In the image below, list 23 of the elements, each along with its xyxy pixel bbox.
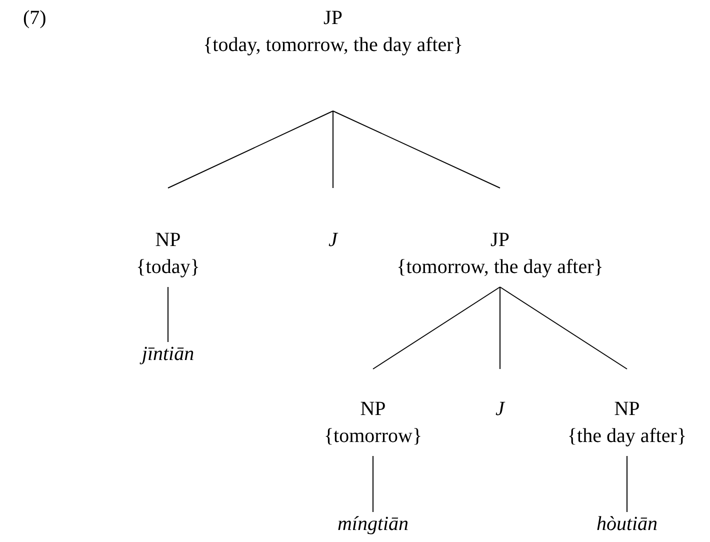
category-label: JP xyxy=(324,6,342,30)
category-label: NP xyxy=(360,397,386,421)
word: jīntiān xyxy=(142,342,194,366)
meaning-set: {today} xyxy=(136,255,200,279)
word: míngtiān xyxy=(337,512,409,536)
tree-branch xyxy=(332,110,334,188)
word: hòutiān xyxy=(596,512,658,536)
tree-branch xyxy=(168,110,334,188)
category-label: NP xyxy=(155,228,181,252)
tree-branch xyxy=(332,110,500,188)
tree-branch xyxy=(372,456,374,512)
tree-branch xyxy=(372,286,500,370)
tree-branch xyxy=(500,286,628,370)
meaning-set: {tomorrow} xyxy=(324,424,422,448)
example-number: (7) xyxy=(23,6,46,30)
meaning-set: {tomorrow, the day after} xyxy=(396,255,604,279)
word: J xyxy=(328,228,338,252)
category-label: JP xyxy=(490,228,510,252)
tree-branch xyxy=(626,456,628,512)
category-label: NP xyxy=(614,397,640,421)
meaning-set: {the day after} xyxy=(567,424,687,448)
word: J xyxy=(496,397,504,421)
meaning-set: {today, tomorrow, the day after} xyxy=(203,33,463,57)
